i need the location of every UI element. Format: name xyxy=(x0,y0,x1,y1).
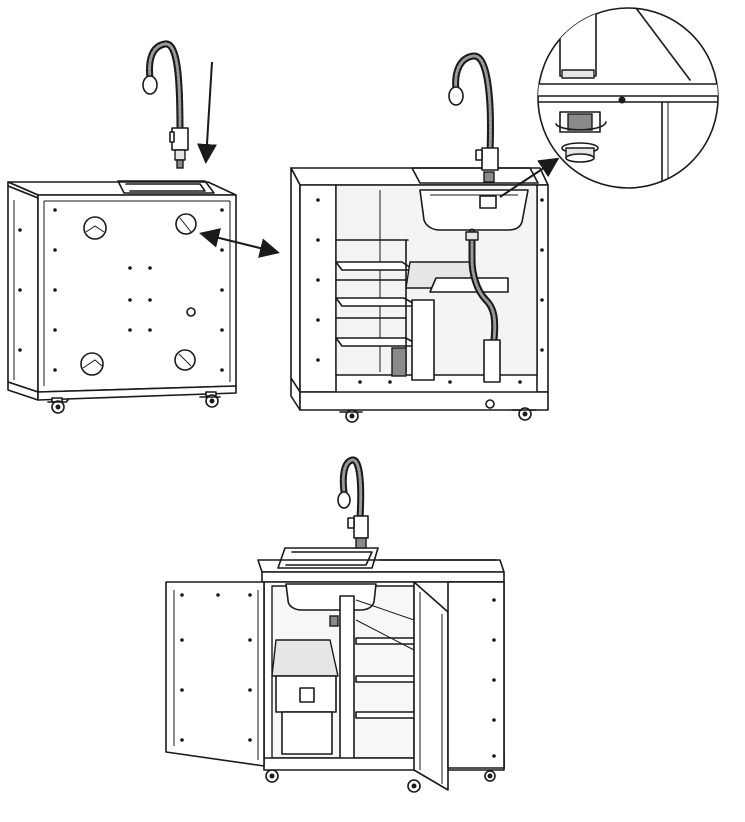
caster-wheel-icon xyxy=(265,769,496,793)
waste-bin xyxy=(271,615,339,755)
waste-bin xyxy=(391,261,509,381)
caster-wheel-icon xyxy=(339,399,537,423)
down-arrow-icon xyxy=(196,61,217,164)
caster-wheel-icon xyxy=(47,391,221,414)
double-arrow-icon xyxy=(199,228,280,258)
magnifier-circle-icon xyxy=(537,7,719,189)
step-3-assembled-cabinet xyxy=(165,547,505,793)
faucet-icon xyxy=(448,52,499,209)
step-2-open-cabinet xyxy=(290,167,549,423)
step-1-rear-cabinet xyxy=(7,180,237,414)
faucet-icon xyxy=(337,456,369,549)
rear-panel-holes xyxy=(80,213,197,376)
faucet-icon xyxy=(142,40,189,169)
pointer-arrow-icon xyxy=(499,157,560,198)
